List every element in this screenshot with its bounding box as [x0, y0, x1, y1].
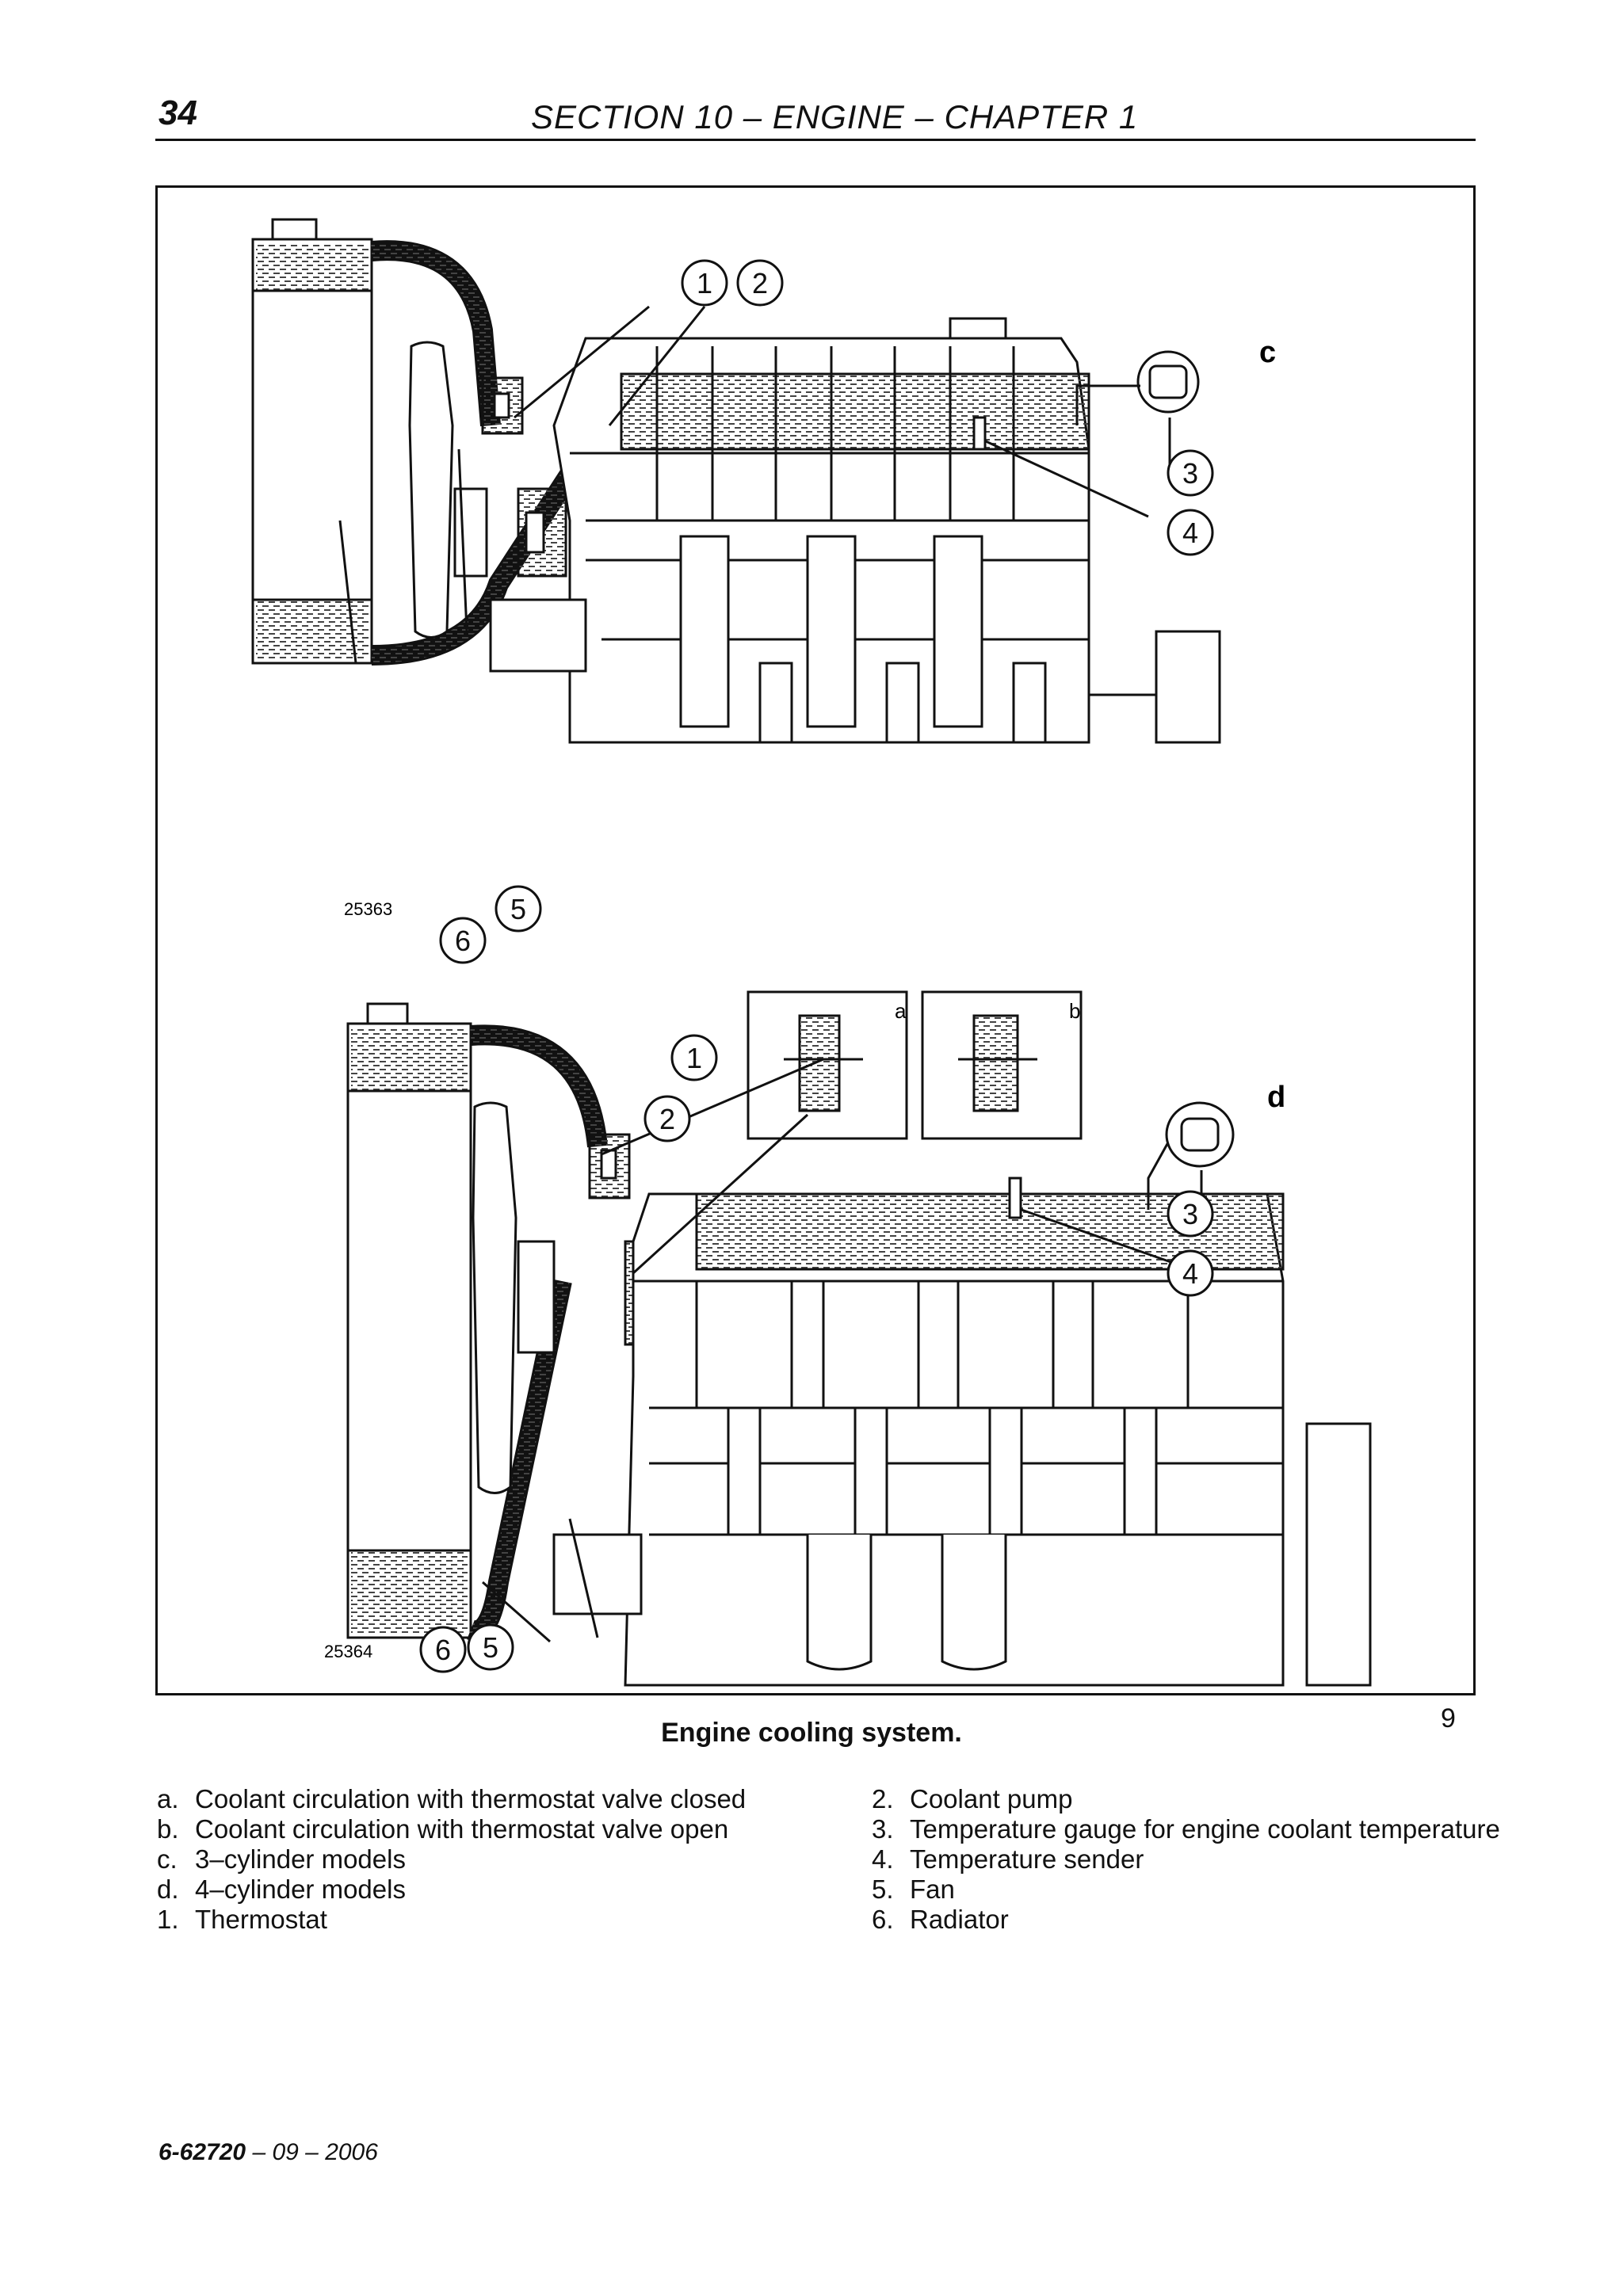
- engine-cooling-diagram: 1 2 3 4 5 6 c 25363: [251, 218, 1372, 1687]
- legend-item: 6. Radiator: [872, 1905, 1506, 1935]
- top-callout-4: 4: [1182, 517, 1198, 549]
- bottom-callouts: [419, 1034, 1214, 1673]
- top-diagram: [251, 218, 1221, 744]
- legend-item: 5. Fan: [872, 1875, 1506, 1905]
- legend-text: Fan: [910, 1875, 955, 1904]
- radiator-bottom: [346, 1002, 472, 1639]
- figure-frame: 1 2 3 4 5 6 c 25363: [155, 185, 1476, 1695]
- bottom-callout-4: 4: [1182, 1257, 1198, 1290]
- legend-left: a. Coolant circulation with thermostat va…: [157, 1784, 854, 1935]
- bottom-view-letter: d: [1267, 1081, 1285, 1114]
- legend-key: 5.: [872, 1875, 894, 1904]
- figure-number: 9: [1441, 1703, 1456, 1733]
- bottom-image-code: 25364: [324, 1642, 372, 1661]
- top-callout-5: 5: [510, 893, 526, 925]
- top-callout-6: 6: [455, 925, 471, 957]
- top-callouts: [439, 259, 1214, 964]
- top-view-letter: c: [1259, 336, 1276, 369]
- legend-key: 1.: [157, 1905, 179, 1934]
- bottom-callout-5: 5: [483, 1631, 498, 1664]
- thermostat-inset-b: [921, 990, 1083, 1140]
- footer-doc-id: 6-62720: [158, 2139, 246, 2165]
- page-number: 34: [158, 93, 197, 132]
- legend-item: 1. Thermostat: [157, 1905, 854, 1935]
- legend-text: Temperature sender: [910, 1844, 1144, 1874]
- inset-a-label: a: [895, 999, 907, 1023]
- top-callout-2: 2: [752, 267, 768, 299]
- legend-text: Temperature gauge for engine coolant tem…: [910, 1814, 1500, 1844]
- top-callout-3: 3: [1182, 457, 1198, 490]
- header-rule: [155, 139, 1476, 141]
- legend-key: 6.: [872, 1905, 894, 1934]
- legend-key: d.: [157, 1875, 179, 1904]
- top-image-code: 25363: [344, 899, 392, 919]
- legend-item: 3. Temperature gauge for engine coolant t…: [872, 1814, 1506, 1844]
- footer-doc-number: 6-62720 – 09 – 2006: [158, 2139, 378, 2166]
- legend-item: b. Coolant circulation with thermostat va…: [157, 1814, 854, 1844]
- legend-text: Radiator: [910, 1905, 1009, 1934]
- footer-date: – 09 – 2006: [246, 2139, 378, 2165]
- fan-top: [408, 341, 488, 639]
- legend-text: Coolant pump: [910, 1784, 1073, 1814]
- legend-text: 3–cylinder models: [195, 1844, 406, 1874]
- section-title: SECTION 10 – ENGINE – CHAPTER 1: [531, 98, 1139, 135]
- bottom-callout-3: 3: [1182, 1198, 1198, 1230]
- legend-key: b.: [157, 1814, 179, 1844]
- radiator-top: [251, 218, 373, 665]
- legend-item: d. 4–cylinder models: [157, 1875, 854, 1905]
- engine-block-bottom: [552, 1192, 1372, 1687]
- fan-bottom: [472, 1101, 556, 1494]
- legend-key: c.: [157, 1844, 178, 1874]
- legend-text: Thermostat: [195, 1905, 327, 1934]
- bottom-callout-2: 2: [659, 1103, 675, 1135]
- legend-text: 4–cylinder models: [195, 1875, 406, 1904]
- legend-key: 3.: [872, 1814, 894, 1844]
- bottom-callout-6: 6: [435, 1634, 451, 1666]
- legend-key: 2.: [872, 1784, 894, 1814]
- inset-b-label: b: [1069, 999, 1080, 1023]
- legend-key: 4.: [872, 1844, 894, 1874]
- legend-right: 2. Coolant pump 3. Temperature gauge for e…: [872, 1784, 1506, 1935]
- legend-item: 2. Coolant pump: [872, 1784, 1506, 1814]
- legend-text: Coolant circulation with thermostat valv…: [195, 1814, 729, 1844]
- top-callout-1: 1: [697, 267, 712, 299]
- legend-item: c. 3–cylinder models: [157, 1844, 854, 1875]
- legend-key: a.: [157, 1784, 179, 1814]
- engine-block-top: [489, 337, 1221, 744]
- legend-item: a. Coolant circulation with thermostat va…: [157, 1784, 854, 1814]
- legend-text: Coolant circulation with thermostat valv…: [195, 1784, 747, 1814]
- legend-item: 4. Temperature sender: [872, 1844, 1506, 1875]
- thermostat-inset-a: [747, 990, 908, 1140]
- figure-caption: Engine cooling system.: [661, 1718, 962, 1748]
- bottom-diagram: [346, 990, 1372, 1687]
- bottom-callout-1: 1: [686, 1042, 702, 1074]
